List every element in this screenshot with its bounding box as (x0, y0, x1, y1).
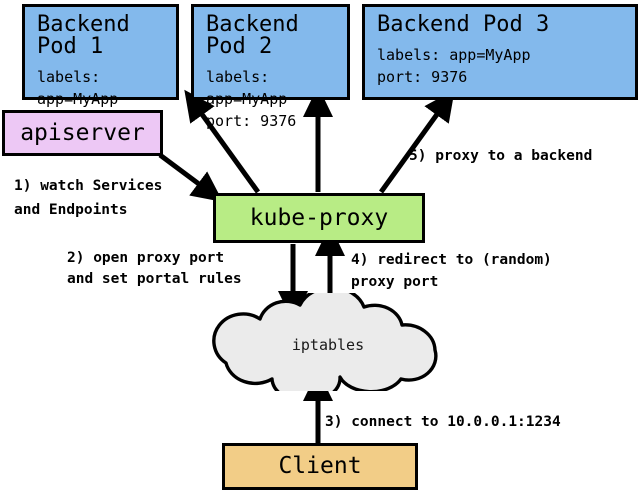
step-2-line-2: and set portal rules (67, 271, 242, 287)
iptables-label: iptables (291, 336, 365, 354)
backend-pod-2[interactable]: Backend Pod 2 labels: app=MyApp port: 93… (191, 4, 350, 130)
pod-port: port: 9376 (377, 67, 468, 86)
kubeproxy-node[interactable]: kube-proxy (213, 193, 425, 243)
step-3-label: 3) connect to 10.0.0.1:1234 (325, 414, 561, 430)
apiserver-label: apiserver (20, 119, 145, 146)
step-1-line-1: 1) watch Services (14, 178, 163, 194)
arrow-kubeproxy-to-pod1 (184, 89, 261, 194)
pod-labels: labels: app=MyApp (377, 46, 531, 64)
step-4-line-1: 4) redirect to (random) (351, 252, 552, 268)
kubeproxy-label: kube-proxy (249, 204, 389, 231)
step-1-line-2: and Endpoints (14, 202, 128, 218)
arrow-apiserver-to-kubeproxy (158, 152, 224, 202)
pod-port: port: 9376 (206, 111, 297, 130)
step-4-line-2: proxy port (351, 274, 439, 290)
arrow-kubeproxy-to-pod3 (378, 89, 455, 194)
backend-pod-1[interactable]: Backend Pod 1 labels: app=MyApp port: 93… (22, 4, 179, 130)
pod-title: Backend Pod 1 (37, 12, 130, 59)
client-node[interactable]: Client (222, 443, 418, 490)
step-5-label: 5) proxy to a backend (409, 148, 593, 164)
pod-labels: labels: app=MyApp (37, 68, 119, 108)
pod-title: Backend Pod 3 (377, 12, 550, 37)
pod-title: Backend Pod 2 (206, 12, 299, 59)
backend-pod-3[interactable]: Backend Pod 3 labels: app=MyApp port: 93… (362, 4, 638, 100)
client-label: Client (278, 453, 362, 479)
apiserver-node[interactable]: apiserver (2, 110, 163, 156)
step-2-line-1: 2) open proxy port (67, 250, 225, 266)
pod-labels: labels: app=MyApp (206, 68, 288, 108)
iptables-cloud (212, 293, 438, 391)
